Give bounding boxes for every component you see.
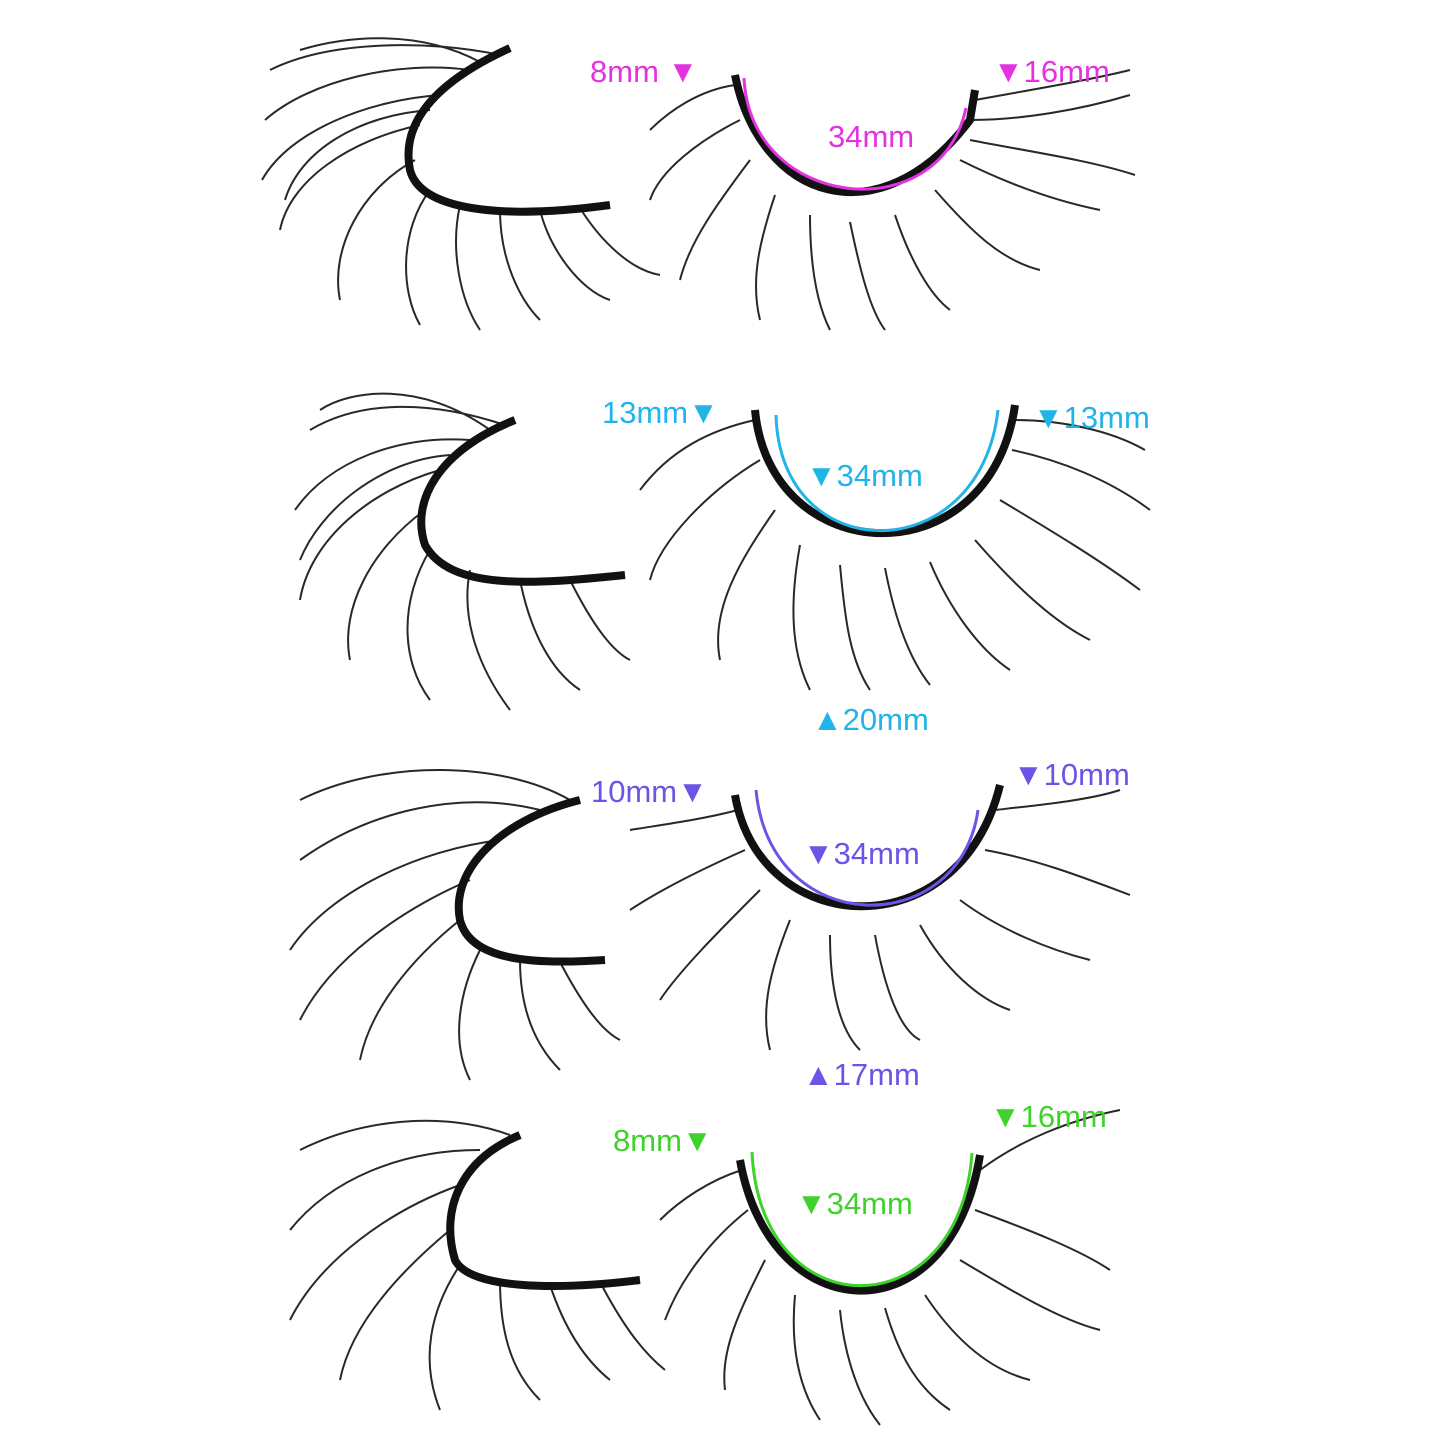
max-length-label-3: ▲17mm <box>803 1057 920 1092</box>
right-length-label-1: ▼16mm <box>993 54 1110 89</box>
band-length-label-2: ▼34mm <box>806 458 923 493</box>
band-length-label-3: ▼34mm <box>803 836 920 871</box>
lash-pair-2: 13mm▼ ▼13mm ▼34mm ▲20mm <box>0 340 1445 740</box>
left-length-label-2: 13mm▼ <box>602 395 719 430</box>
right-length-label-4: ▼16mm <box>990 1099 1107 1134</box>
lash-pair-4: 8mm▼ ▼16mm ▼34mm <box>0 1090 1445 1445</box>
right-length-label-3: ▼10mm <box>1013 757 1130 792</box>
left-length-label-1: 8mm ▼ <box>590 54 699 89</box>
lash-pair-3: 10mm▼ ▼10mm ▼34mm ▲17mm <box>0 740 1445 1090</box>
lash-pair-1: 8mm ▼ ▼16mm 34mm <box>0 0 1445 340</box>
left-length-label-3: 10mm▼ <box>591 774 708 809</box>
eyelash-image-pair-3 <box>289 769 1131 1081</box>
max-length-label-2: ▲20mm <box>812 702 929 737</box>
eyelash-image-pair-1 <box>261 37 1136 331</box>
band-length-label-4: ▼34mm <box>796 1186 913 1221</box>
right-length-label-2: ▼13mm <box>1033 400 1150 435</box>
eyelash-image-pair-2 <box>294 392 1151 711</box>
band-length-label-1: 34mm <box>828 119 915 154</box>
left-length-label-4: 8mm▼ <box>613 1123 713 1158</box>
eyelash-image-pair-4 <box>289 1109 1121 1426</box>
